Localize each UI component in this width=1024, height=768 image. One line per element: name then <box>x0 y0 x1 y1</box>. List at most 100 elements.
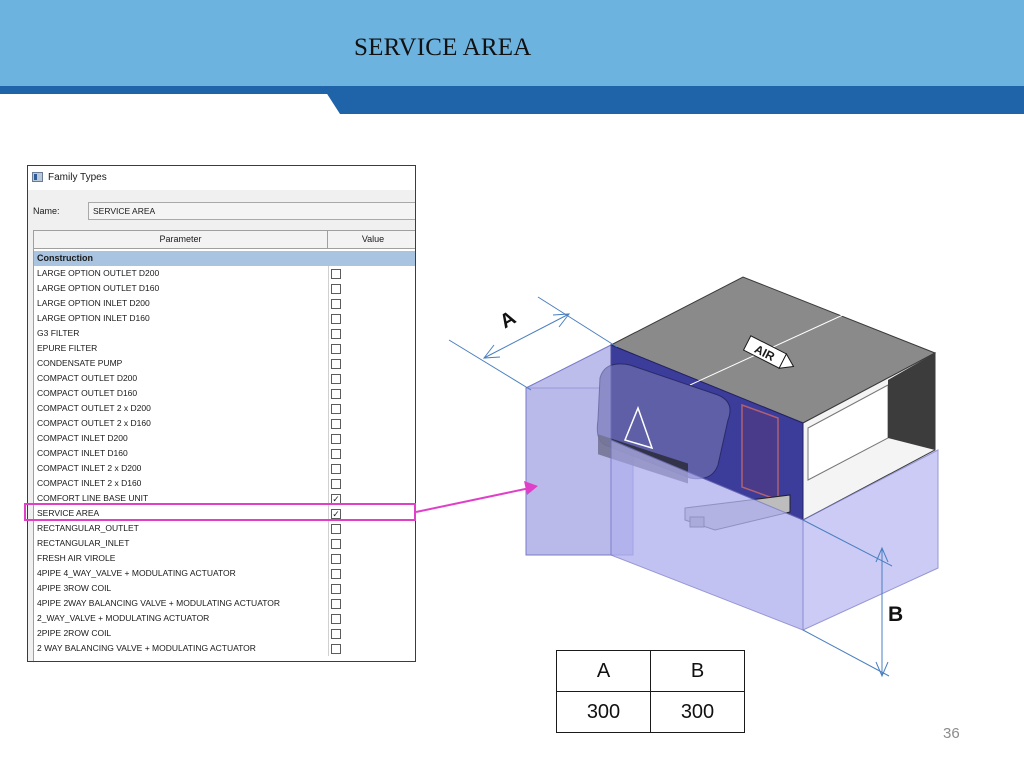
valve-panel <box>741 403 779 502</box>
parameter-label: COMPACT INLET D200 <box>37 433 128 443</box>
parameter-row[interactable]: 2 WAY BALANCING VALVE + MODULATING ACTUA… <box>34 641 415 656</box>
parameter-label: RECTANGULAR_OUTLET <box>37 523 139 533</box>
name-label: Name: <box>33 206 60 216</box>
column-divider <box>328 431 329 446</box>
parameter-row[interactable]: COMPACT INLET 2 x D200 <box>34 461 415 476</box>
dimension-a-line <box>483 313 570 359</box>
parameter-row[interactable]: COMPACT OUTLET 2 x D200 <box>34 401 415 416</box>
parameter-checkbox[interactable] <box>331 569 341 579</box>
page-number: 36 <box>943 725 960 742</box>
parameter-label: 4PIPE 2WAY BALANCING VALVE + MODULATING … <box>37 598 281 608</box>
parameter-checkbox[interactable] <box>331 599 341 609</box>
parameter-checkbox[interactable]: ✓ <box>331 494 341 504</box>
column-divider <box>328 521 329 536</box>
parameter-checkbox[interactable] <box>331 374 341 384</box>
name-field[interactable]: SERVICE AREA <box>88 202 415 220</box>
parameter-row[interactable]: EPURE FILTER <box>34 341 415 356</box>
parameter-checkbox[interactable] <box>331 479 341 489</box>
parameter-checkbox[interactable] <box>331 614 341 624</box>
parameter-row[interactable]: LARGE OPTION OUTLET D200 <box>34 266 415 281</box>
column-divider <box>328 611 329 626</box>
parameter-checkbox[interactable] <box>331 524 341 534</box>
dimension-a-arrow-2 <box>552 313 571 328</box>
column-header-value[interactable]: Value <box>361 234 385 244</box>
dimensions-header-row: A B <box>556 650 745 692</box>
parameter-label: COMPACT OUTLET D200 <box>37 373 138 383</box>
parameter-label: 4PIPE 4_WAY_VALVE + MODULATING ACTUATOR <box>37 568 236 578</box>
parameter-row[interactable]: 2_WAY_VALVE + MODULATING ACTUATOR <box>34 611 415 626</box>
parameter-checkbox[interactable] <box>331 359 341 369</box>
column-divider <box>328 401 329 416</box>
dialog-titlebar[interactable]: Family Types <box>28 166 415 190</box>
parameter-checkbox[interactable] <box>331 419 341 429</box>
parameter-label: COMPACT OUTLET 2 x D200 <box>37 403 151 413</box>
parameter-row[interactable]: COMPACT INLET D200 <box>34 431 415 446</box>
parameter-row[interactable]: 4PIPE 3ROW COIL <box>34 581 415 596</box>
drain-pipe <box>689 516 705 528</box>
dimension-b-arrow-1 <box>875 546 889 563</box>
parameter-checkbox[interactable]: ✓ <box>331 509 341 519</box>
parameter-row[interactable]: COMPACT OUTLET D160 <box>34 386 415 401</box>
parameter-row[interactable]: 2PIPE 2ROW COIL <box>34 626 415 641</box>
dimension-a-extension-2 <box>537 296 618 348</box>
column-divider <box>328 641 329 656</box>
parameter-label: SERVICE AREA <box>37 508 100 518</box>
parameter-checkbox[interactable] <box>331 539 341 549</box>
parameter-row[interactable]: CONDENSATE PUMP <box>34 356 415 371</box>
parameter-checkbox[interactable] <box>331 584 341 594</box>
parameter-row[interactable]: LARGE OPTION INLET D160 <box>34 311 415 326</box>
parameter-checkbox[interactable] <box>331 314 341 324</box>
parameter-checkbox[interactable] <box>331 284 341 294</box>
parameter-label: FRESH AIR VIROLE <box>37 553 116 563</box>
parameter-row[interactable]: RECTANGULAR_INLET <box>34 536 415 551</box>
parameter-row[interactable]: 4PIPE 2WAY BALANCING VALVE + MODULATING … <box>34 596 415 611</box>
parameter-row[interactable]: LARGE OPTION INLET D200 <box>34 296 415 311</box>
parameter-row[interactable]: COMPACT INLET 2 x D160 <box>34 476 415 491</box>
parameter-checkbox[interactable] <box>331 629 341 639</box>
parameter-grid: Parameter Value Construction LARGE OPTIO… <box>33 230 415 661</box>
dimensions-value-b: 300 <box>650 691 745 733</box>
dimensions-header-a: A <box>556 650 651 692</box>
parameter-row[interactable]: COMPACT OUTLET D200 <box>34 371 415 386</box>
parameter-checkbox[interactable] <box>331 554 341 564</box>
unit-seam-line <box>689 297 881 386</box>
column-divider <box>328 536 329 551</box>
parameter-row[interactable]: COMPACT INLET D160 <box>34 446 415 461</box>
column-divider <box>328 371 329 386</box>
parameter-row[interactable]: COMPACT OUTLET 2 x D160 <box>34 416 415 431</box>
group-construction[interactable]: Construction <box>34 251 415 266</box>
parameter-checkbox[interactable] <box>331 299 341 309</box>
dimensions-value-row: 300 300 <box>556 691 745 733</box>
parameter-row[interactable]: LARGE OPTION OUTLET D160 <box>34 281 415 296</box>
drain-tray <box>684 494 791 531</box>
parameter-checkbox[interactable] <box>331 269 341 279</box>
parameter-checkbox[interactable] <box>331 329 341 339</box>
parameter-row[interactable]: COMFORT LINE BASE UNIT✓ <box>34 491 415 506</box>
parameter-row[interactable]: 4PIPE 4_WAY_VALVE + MODULATING ACTUATOR <box>34 566 415 581</box>
column-header-parameter[interactable]: Parameter <box>34 231 328 249</box>
service-volume-side-left <box>525 387 634 556</box>
revit-app-icon <box>32 172 43 182</box>
column-divider <box>328 596 329 611</box>
parameter-checkbox[interactable] <box>331 344 341 354</box>
parameter-checkbox[interactable] <box>331 464 341 474</box>
parameter-label: CONDENSATE PUMP <box>37 358 123 368</box>
parameter-label: LARGE OPTION INLET D160 <box>37 313 150 323</box>
air-flow-label: AIR <box>742 335 795 369</box>
parameter-checkbox[interactable] <box>331 434 341 444</box>
parameter-row[interactable]: SERVICE AREA ✓ <box>34 506 415 521</box>
column-divider <box>328 491 329 506</box>
parameter-label: 4PIPE 3ROW COIL <box>37 583 112 593</box>
parameter-checkbox[interactable] <box>331 404 341 414</box>
parameter-checkbox[interactable] <box>331 644 341 654</box>
parameter-row[interactable]: G3 FILTER <box>34 326 415 341</box>
parameter-row[interactable]: FRESH AIR VIROLE <box>34 551 415 566</box>
dimension-a-label: A <box>496 306 520 334</box>
parameter-checkbox[interactable] <box>331 389 341 399</box>
parameter-row[interactable]: RECTANGULAR_OUTLET <box>34 521 415 536</box>
parameter-label: COMPACT INLET 2 x D200 <box>37 463 142 473</box>
column-divider <box>328 551 329 566</box>
header-band <box>0 0 1024 86</box>
dimension-a-extension-1 <box>448 339 532 391</box>
parameter-checkbox[interactable] <box>331 449 341 459</box>
